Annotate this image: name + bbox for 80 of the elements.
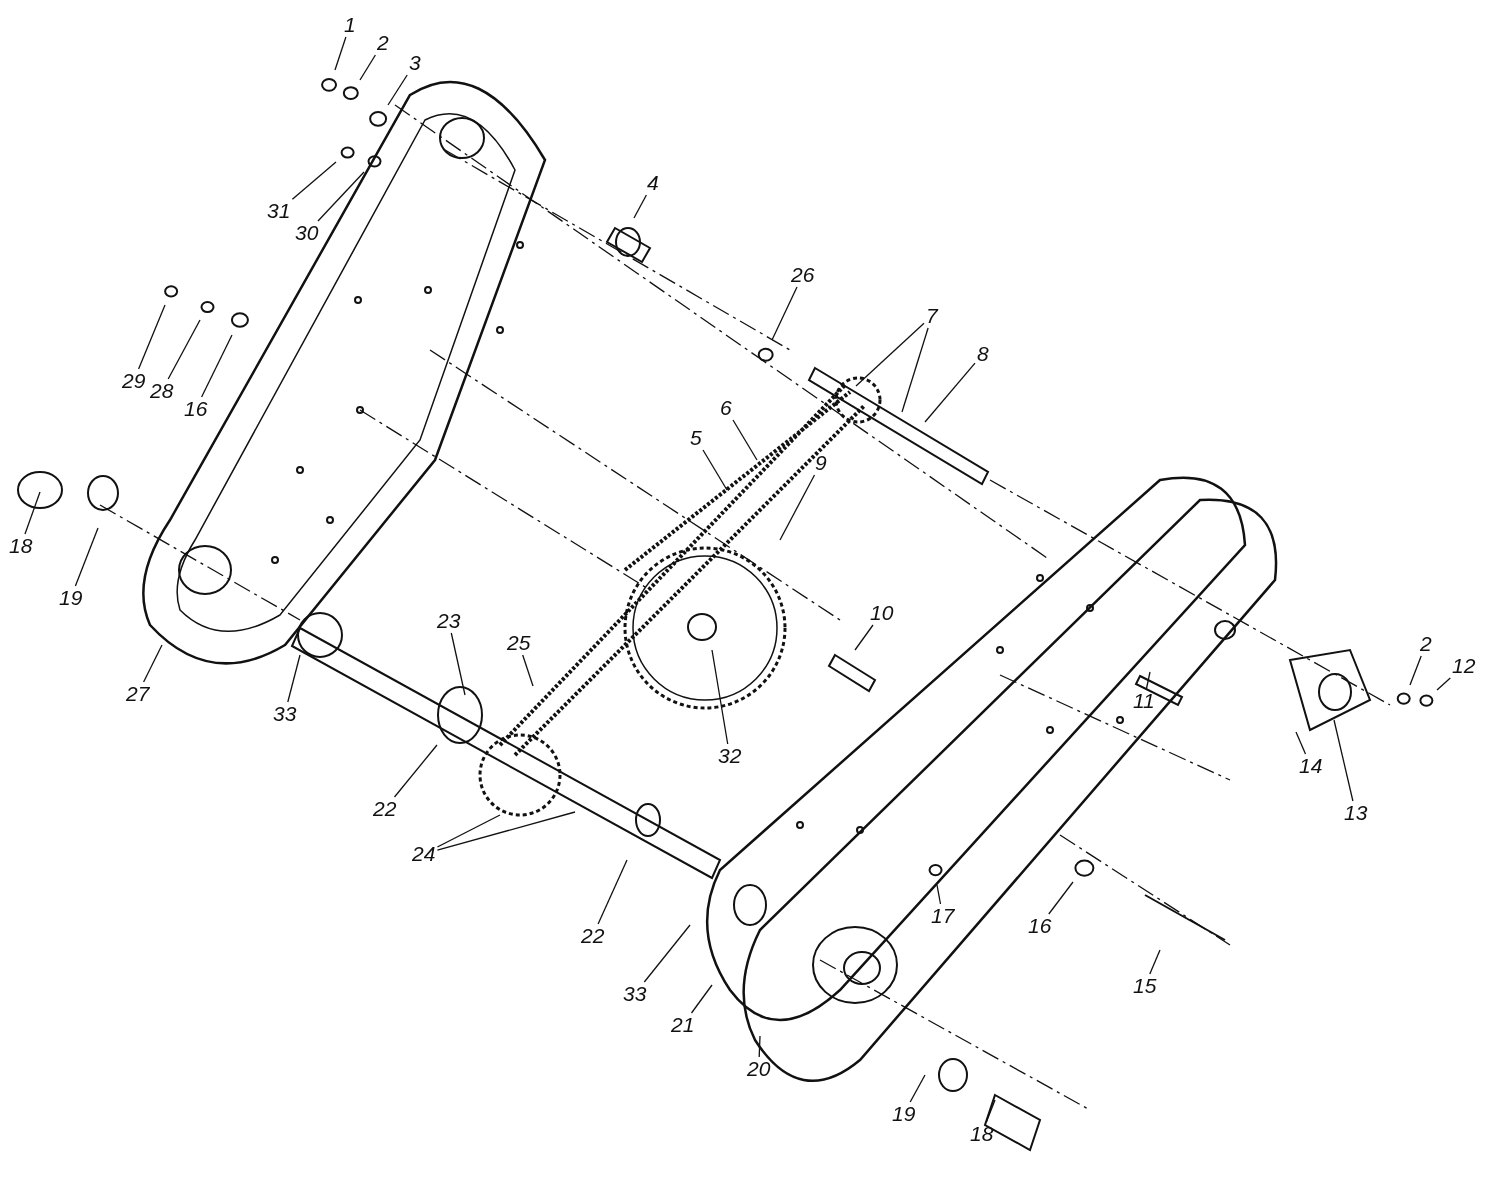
- callout-number: 31: [266, 200, 292, 222]
- leader-line: [924, 362, 976, 423]
- leader-line: [901, 327, 929, 413]
- callout-number: 21: [670, 1014, 696, 1036]
- callout-number: 32: [717, 745, 743, 767]
- callout-number: 26: [790, 264, 816, 286]
- leader-line: [1436, 677, 1451, 691]
- leader-line: [287, 654, 301, 703]
- callout-number: 16: [183, 398, 209, 420]
- callout-number: 7: [925, 305, 939, 327]
- leader-line: [522, 654, 534, 687]
- leader-line: [936, 884, 942, 905]
- callout-number: 18: [8, 535, 34, 557]
- leader-line: [1295, 731, 1307, 755]
- leader-line: [702, 449, 728, 491]
- leader-line: [771, 286, 798, 341]
- callout-number: 9: [814, 452, 828, 474]
- callout-number: 25: [506, 632, 532, 654]
- leader-line: [387, 74, 408, 106]
- callout-number: 14: [1298, 755, 1324, 777]
- callout-number: 11: [1132, 690, 1156, 712]
- leader-line: [1409, 655, 1422, 686]
- callout-number: 29: [121, 370, 147, 392]
- callout-number: 18: [969, 1123, 995, 1145]
- leader-line: [1333, 719, 1354, 802]
- callout-number: 19: [58, 587, 84, 609]
- leader-line: [597, 859, 628, 925]
- leader-line: [985, 1099, 996, 1123]
- leader-line: [74, 527, 99, 587]
- callout-number: 27: [125, 683, 151, 705]
- leader-line: [711, 649, 729, 745]
- callout-number: 22: [372, 798, 398, 820]
- leader-line: [1145, 671, 1151, 690]
- callout-number: 15: [1132, 975, 1158, 997]
- callout-number: 23: [436, 610, 462, 632]
- callout-number: 2: [376, 32, 390, 54]
- leader-line: [142, 644, 163, 683]
- callout-number: 5: [689, 427, 703, 449]
- leader-line: [633, 194, 648, 219]
- callout-number: 6: [719, 397, 733, 419]
- leader-line: [200, 334, 233, 398]
- callout-number: 10: [869, 602, 895, 624]
- callout-number: 33: [622, 983, 648, 1005]
- callout-number: 1: [343, 14, 357, 36]
- callout-number: 30: [294, 222, 320, 244]
- leader-line: [450, 632, 466, 696]
- callout-number: 17: [930, 905, 956, 927]
- callout-number: 13: [1343, 802, 1369, 824]
- leader-line: [137, 304, 166, 370]
- leader-line: [359, 54, 377, 81]
- callout-number: 4: [646, 172, 660, 194]
- callout-number: 12: [1451, 655, 1477, 677]
- leader-line: [291, 161, 337, 200]
- callout-number: 24: [411, 843, 437, 865]
- callout-number: 19: [891, 1103, 917, 1125]
- leader-line: [1048, 881, 1074, 915]
- leader-line: [317, 171, 365, 222]
- leader-line: [909, 1074, 926, 1103]
- leader-line: [779, 474, 816, 541]
- callout-number: 3: [408, 52, 422, 74]
- leader-line: [436, 811, 576, 851]
- leader-line: [334, 36, 347, 71]
- leader-line: [855, 322, 925, 387]
- leader-line: [732, 419, 758, 461]
- leader-line: [854, 624, 874, 651]
- leader-line: [24, 491, 41, 535]
- leader-line: [1149, 949, 1161, 975]
- leader-line: [690, 984, 713, 1014]
- callout-number: 2: [1419, 633, 1433, 655]
- callout-number: 28: [149, 380, 175, 402]
- leader-line: [436, 814, 501, 848]
- callout-number: 8: [976, 343, 990, 365]
- callout-number: 33: [272, 703, 298, 725]
- leader-line: [758, 1035, 761, 1058]
- callout-number: 22: [580, 925, 606, 947]
- callout-number: 20: [746, 1058, 772, 1080]
- leader-line: [393, 744, 438, 798]
- leader-line: [167, 319, 201, 380]
- leader-line: [643, 924, 691, 983]
- callout-number: 16: [1027, 915, 1053, 937]
